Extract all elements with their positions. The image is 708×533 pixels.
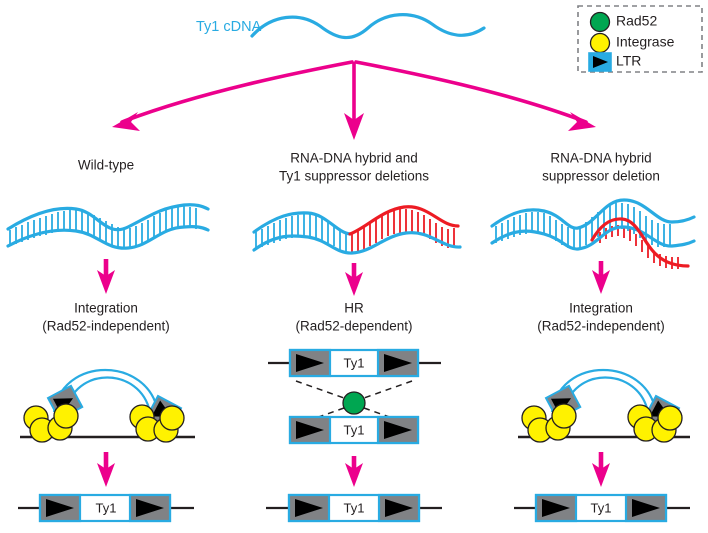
product-label-wild-type: Ty1	[96, 500, 117, 515]
product-ty1-wild-type	[18, 493, 194, 523]
arrow-middle-to-outcome	[345, 263, 363, 296]
product-label-middle: Ty1	[344, 500, 365, 515]
hr-top-element	[268, 348, 441, 378]
arrow-right-to-outcome	[592, 261, 610, 294]
hr-bottom-element	[288, 415, 420, 445]
legend-label-integrase: Integrase	[616, 34, 675, 50]
product-ty1-middle	[266, 493, 442, 523]
substrate-wild-type-duplex	[6, 203, 210, 250]
branch-arrows	[112, 60, 596, 140]
outcome-wild-type-line2: (Rad52-independent)	[42, 319, 170, 334]
substrate-hybrid-half	[252, 205, 462, 255]
integrase-cluster-left	[23, 403, 79, 443]
homologous-recombination: Ty1 Ty1	[268, 348, 441, 445]
arrow-wildtype-to-product	[97, 452, 115, 487]
integration-complex-wild-type	[20, 369, 195, 443]
ty1-cdna-strand	[250, 13, 486, 40]
arrow-wildtype-to-outcome	[97, 259, 115, 294]
legend-label-rad52: Rad52	[616, 13, 657, 29]
substrate-hybrid-displaced	[490, 198, 696, 269]
integrase-cluster-right	[627, 404, 683, 443]
column-label-middle-line2: Ty1 suppressor deletions	[279, 169, 429, 184]
integrase-cluster-left	[521, 403, 577, 443]
outcome-middle-line1: HR	[344, 301, 364, 316]
outcome-wild-type-line1: Integration	[74, 301, 138, 316]
ty1-cdna-label: Ty1 cDNA	[196, 19, 262, 35]
legend: Rad52 Integrase LTR	[577, 5, 703, 73]
outcome-middle-line2: (Rad52-dependent)	[295, 319, 412, 334]
arrow-middle-to-product	[345, 456, 363, 487]
column-label-right-line1: RNA-DNA hybrid	[550, 151, 651, 166]
hr-bottom-label: Ty1	[344, 422, 365, 437]
rad52-circle-icon	[342, 391, 366, 415]
column-label-wild-type: Wild-type	[78, 158, 134, 173]
hr-top-label: Ty1	[344, 355, 365, 370]
product-label-right: Ty1	[591, 500, 612, 515]
legend-integrase-icon	[589, 32, 611, 54]
integration-complex-right	[518, 369, 690, 443]
outcome-right-line2: (Rad52-independent)	[537, 319, 665, 334]
arrow-right-to-product	[592, 452, 610, 487]
integrase-cluster-right	[129, 404, 185, 443]
legend-label-ltr: LTR	[616, 53, 641, 69]
legend-rad52-icon	[589, 11, 611, 33]
legend-ltr-icon	[588, 52, 612, 72]
column-label-middle-line1: RNA-DNA hybrid and	[290, 151, 418, 166]
outcome-right-line1: Integration	[569, 301, 633, 316]
column-label-right-line2: suppressor deletion	[542, 169, 660, 184]
product-ty1-right	[514, 493, 690, 523]
